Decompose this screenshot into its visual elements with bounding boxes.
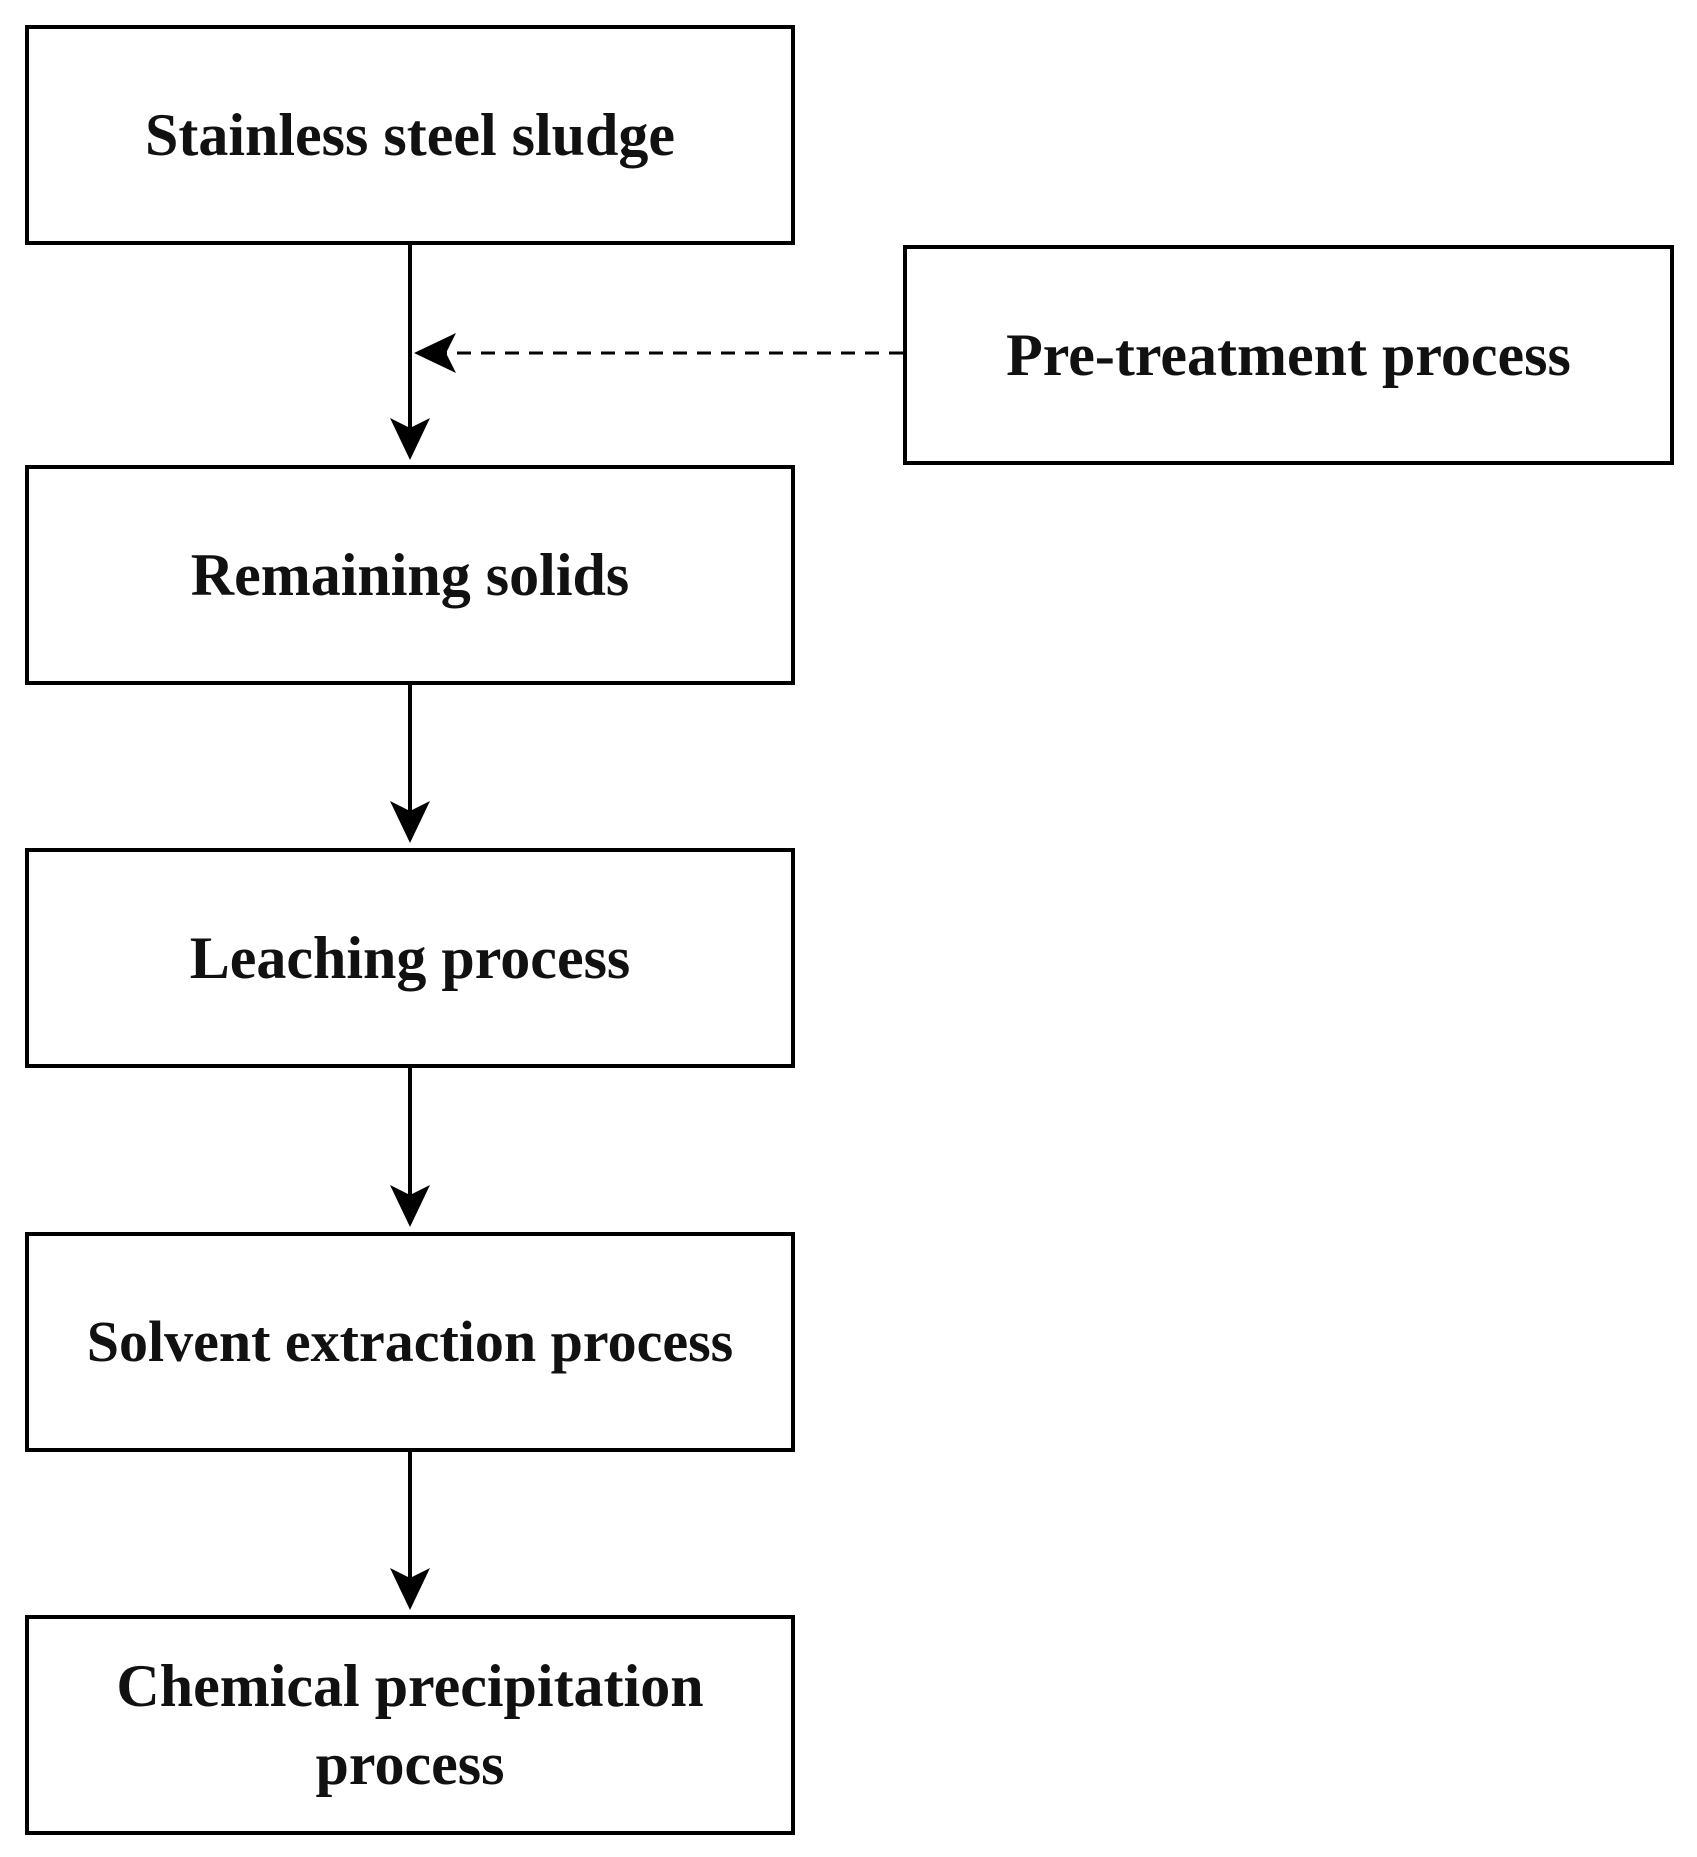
node-label: Remaining solids [190, 542, 630, 608]
arrowhead-solvent [390, 1185, 430, 1227]
node-label: Pre-treatment process [1006, 322, 1571, 388]
arrowhead-chemical [390, 1568, 430, 1610]
arrowhead-leaching [390, 801, 430, 843]
node-solvent-extraction-process: Solvent extraction process [25, 1232, 795, 1452]
node-leaching-process: Leaching process [25, 848, 795, 1068]
node-label: Leaching process [189, 925, 631, 991]
arrowhead-pretreatment [414, 333, 456, 373]
node-label: Chemical precipitation process [116, 1653, 704, 1797]
node-stainless-steel-sludge: Stainless steel sludge [25, 25, 795, 245]
arrowhead-solids [390, 418, 430, 460]
node-label: Solvent extraction process [86, 1309, 734, 1375]
node-chemical-precipitation-process: Chemical precipitation process [25, 1615, 795, 1835]
node-pre-treatment-process: Pre-treatment process [903, 245, 1674, 465]
node-label: Stainless steel sludge [144, 102, 676, 168]
node-remaining-solids: Remaining solids [25, 465, 795, 685]
